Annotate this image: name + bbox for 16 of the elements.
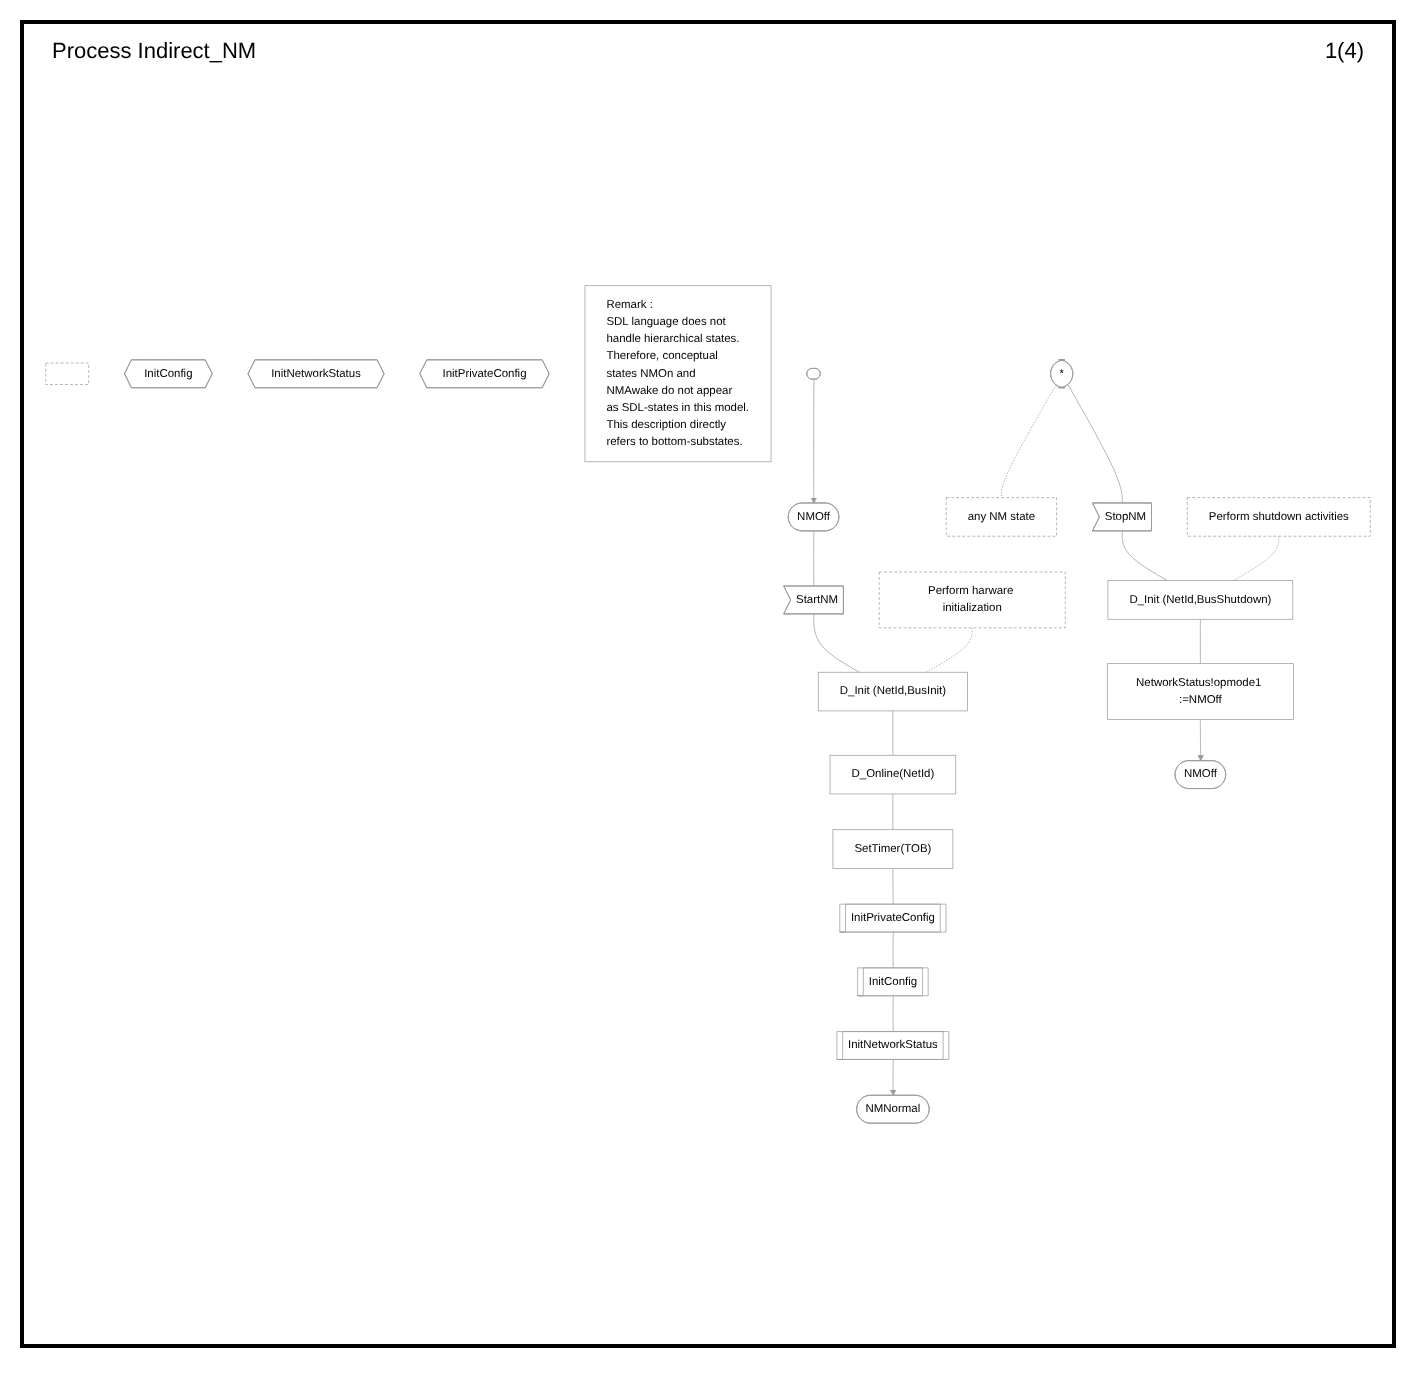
connector bbox=[1233, 535, 1280, 581]
connector bbox=[813, 530, 815, 587]
connector bbox=[926, 627, 973, 673]
connector bbox=[1001, 384, 1057, 498]
connector bbox=[892, 995, 894, 1032]
connector bbox=[813, 613, 860, 673]
connector bbox=[892, 931, 894, 969]
node-box bbox=[45, 362, 90, 385]
connector bbox=[1067, 384, 1123, 504]
connector bbox=[892, 793, 894, 830]
connector bbox=[1200, 618, 1201, 664]
diagram-title: Process Indirect_NM bbox=[52, 40, 257, 64]
connector bbox=[1121, 530, 1168, 581]
page-number: 1(4) bbox=[1324, 40, 1364, 64]
connector bbox=[892, 710, 894, 756]
connector bbox=[892, 867, 894, 905]
